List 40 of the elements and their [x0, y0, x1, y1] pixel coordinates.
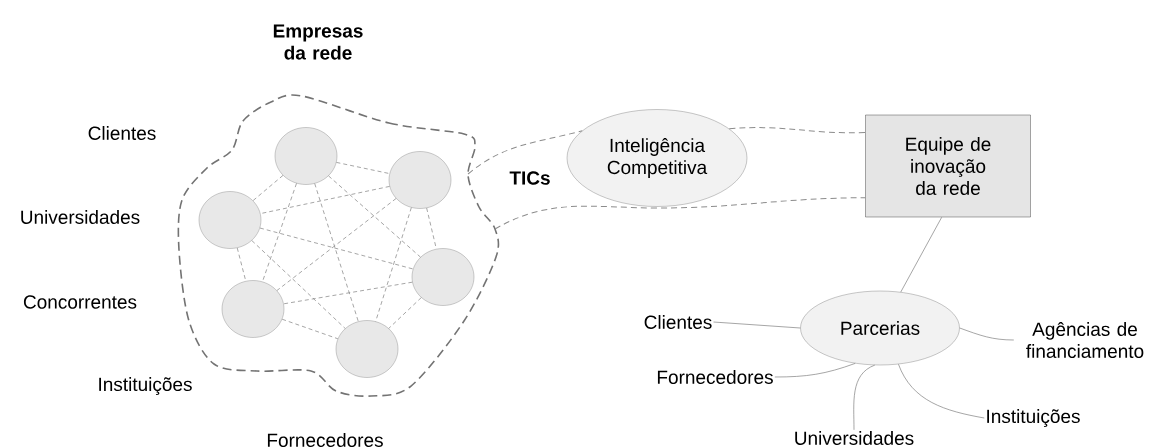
connector	[314, 183, 359, 322]
connector	[262, 183, 297, 282]
connector	[959, 327, 1015, 341]
partner-label: Clientes	[644, 315, 712, 329]
connector	[494, 197, 866, 230]
connector	[251, 240, 346, 329]
connector	[283, 281, 413, 305]
connector	[728, 127, 866, 134]
connector	[236, 247, 247, 282]
side-label: Clientes	[88, 126, 156, 140]
member-circle	[388, 151, 452, 209]
connector	[252, 175, 284, 201]
connector	[898, 363, 985, 419]
connector	[328, 175, 421, 258]
connector	[260, 186, 390, 214]
side-label: Concorrentes	[23, 295, 137, 309]
connector	[467, 130, 583, 175]
side-label: Fornecedores	[267, 433, 383, 447]
member-circle	[221, 280, 285, 338]
connector	[276, 198, 397, 291]
connector	[281, 318, 339, 340]
member-circle	[411, 248, 475, 306]
connector	[853, 364, 876, 431]
partner-label: Universidades	[795, 431, 914, 445]
partner-label: Agências de financiamento	[1026, 322, 1144, 358]
member-circle	[198, 191, 262, 249]
connector	[388, 297, 422, 329]
connector	[900, 216, 943, 293]
partner-label: Instituições	[987, 409, 1080, 427]
connector	[336, 162, 390, 174]
member-circle	[335, 320, 399, 378]
side-label: Universidades	[21, 210, 140, 224]
heading: Empresas da rede	[273, 24, 363, 60]
member-circle	[274, 127, 338, 185]
connector	[259, 227, 414, 270]
team-box: Equipe de inovação da rede	[865, 114, 1031, 218]
connector	[774, 363, 856, 378]
partner-label: Fornecedores	[657, 370, 773, 384]
side-label: Instituições	[99, 377, 192, 395]
connector	[713, 321, 801, 329]
